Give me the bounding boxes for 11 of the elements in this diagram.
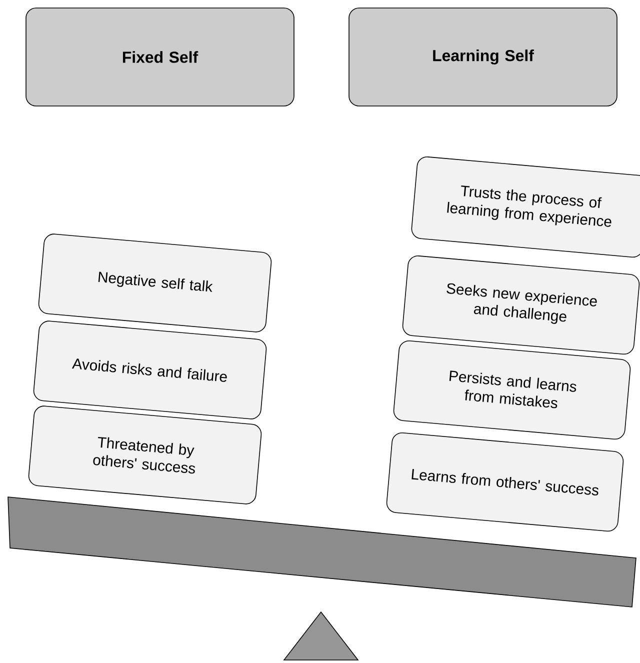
node-label: Seeks new experience and challenge (446, 283, 597, 324)
header-box: Fixed Self (26, 8, 294, 106)
trait-box: Learns from others' success (386, 432, 624, 532)
node-label: Persists and learns from mistakes (449, 370, 576, 408)
trait-box: Avoids risks and failure (33, 320, 267, 420)
trait-box: Threatened by others' success (28, 406, 262, 504)
trait-box: Seeks new experience and challenge (402, 256, 640, 355)
trait-box: Negative self talk (38, 234, 272, 332)
trait-box: Persists and learns from mistakes (393, 340, 631, 440)
header-box: Learning Self (348, 8, 618, 106)
trait-box: Trusts the process of learning from experience (411, 156, 640, 258)
